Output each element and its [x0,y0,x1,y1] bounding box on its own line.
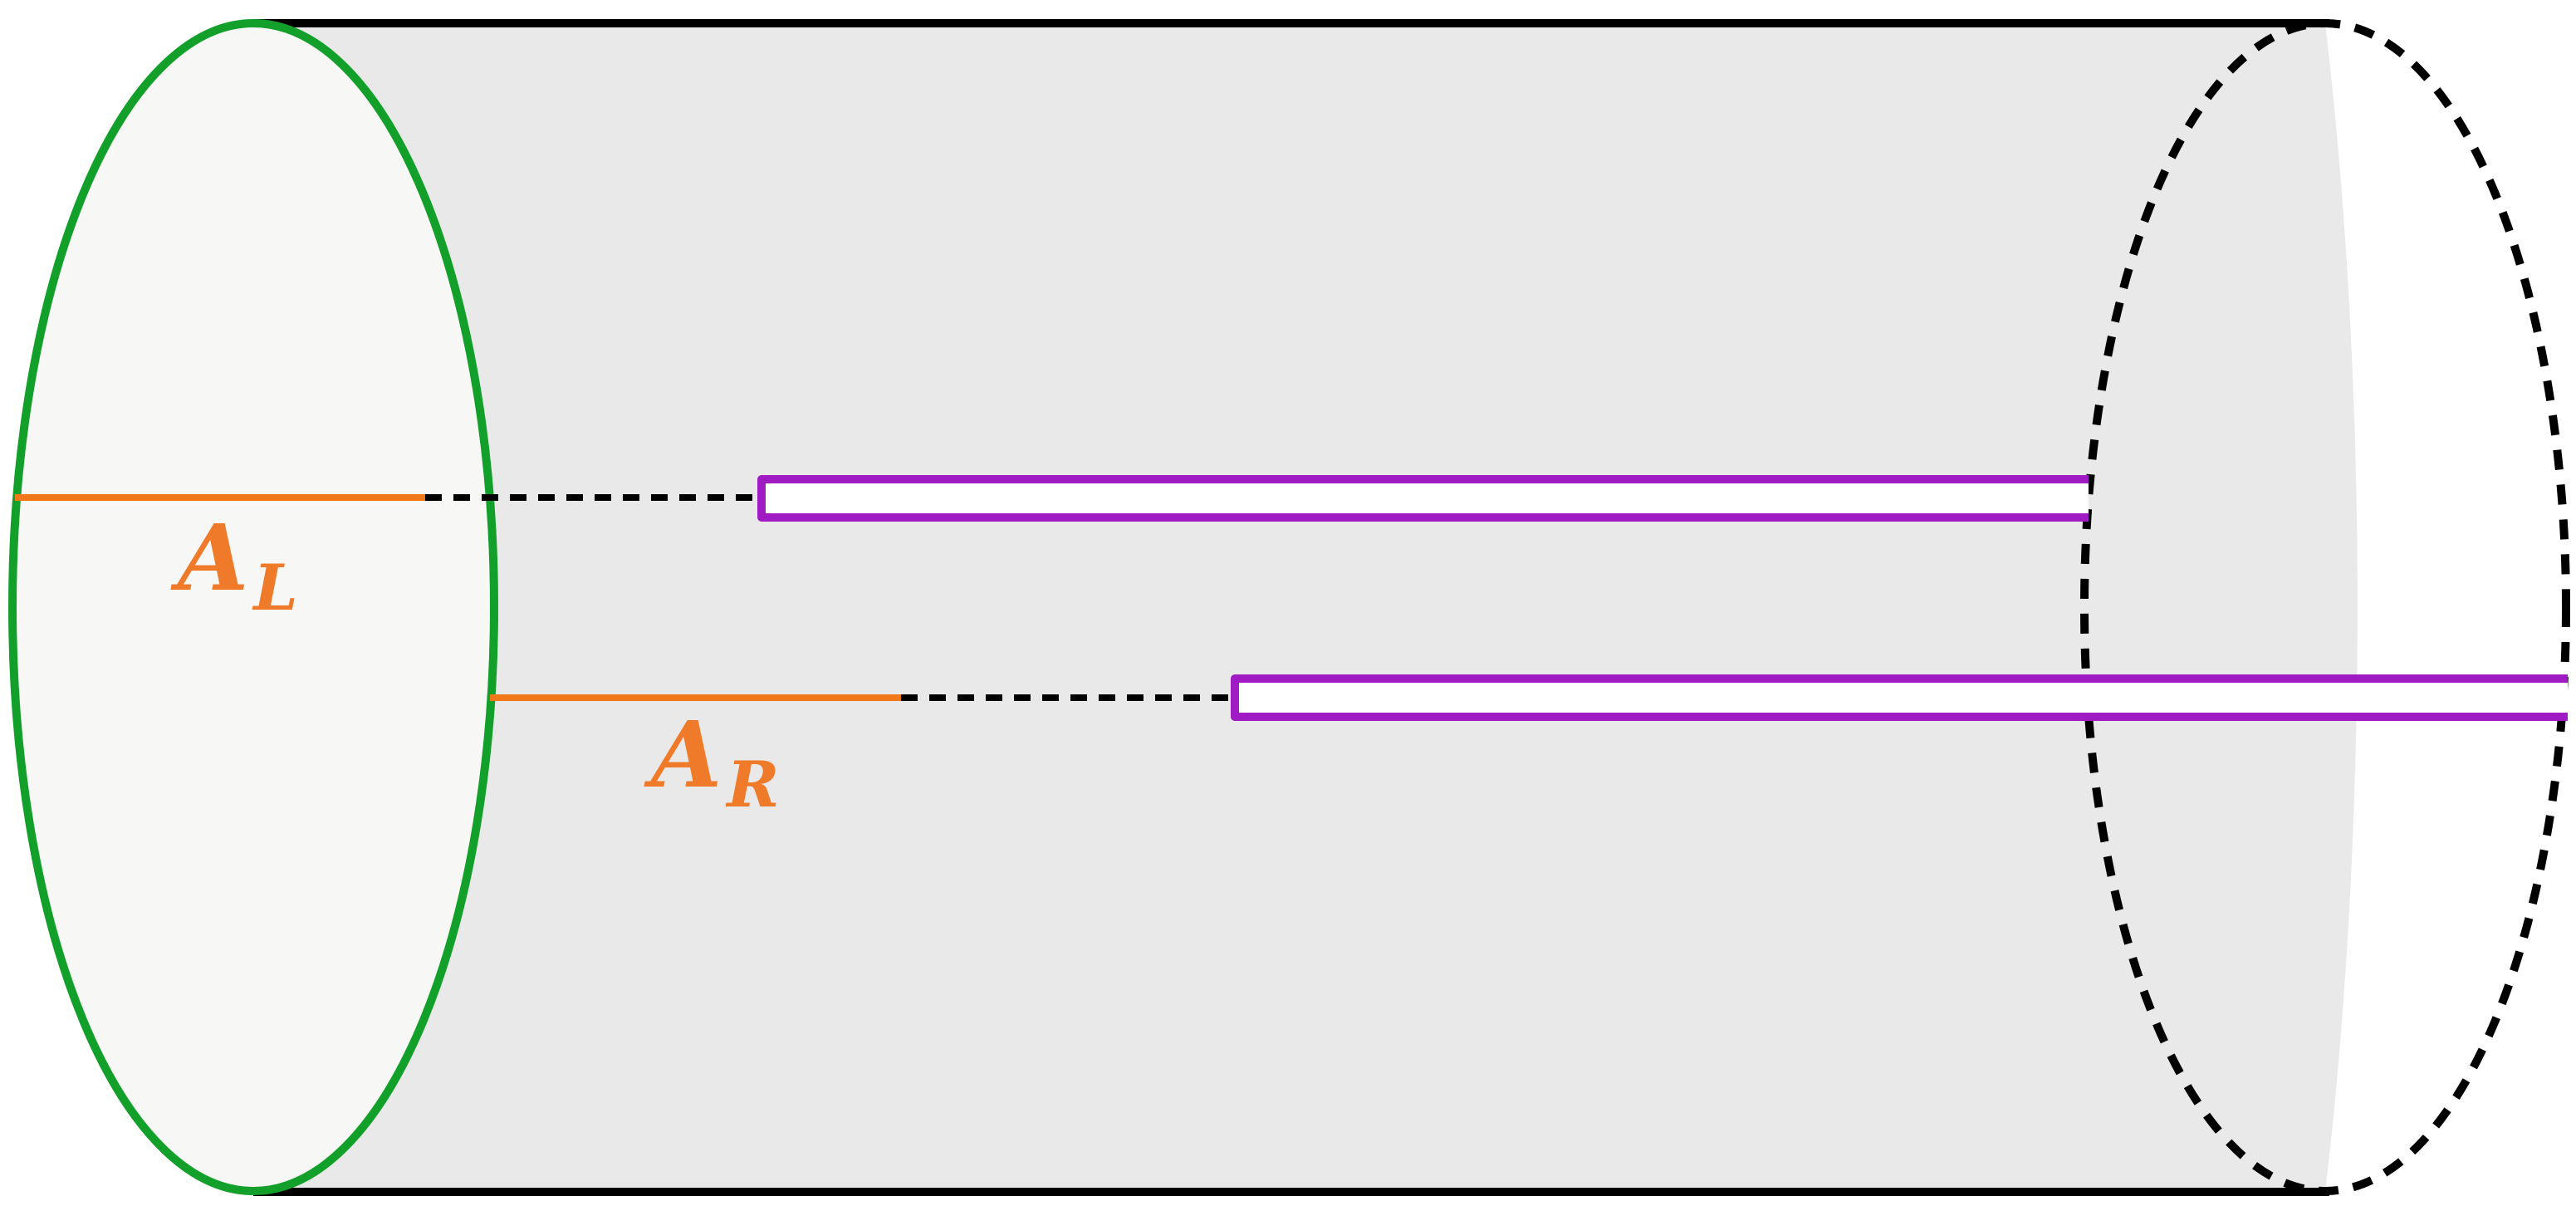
label-a-l: AL [170,504,298,625]
label-a-r-sub: R [725,748,779,821]
upper-slit [757,475,2089,522]
label-a-r: AR [644,701,780,821]
label-a-r-main: A [644,701,722,808]
lower-slit [1231,674,2568,721]
label-a-l-main: A [170,504,248,611]
label-a-l-sub: L [252,551,297,625]
right-end-ellipse [2080,19,2570,1195]
cylinder-body [253,23,2358,1192]
left-end-ellipse [8,19,498,1195]
